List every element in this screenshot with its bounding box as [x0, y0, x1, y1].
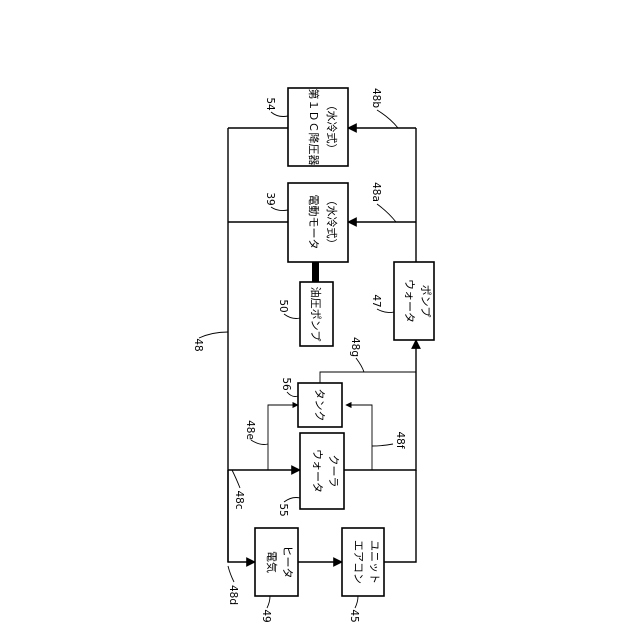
- leader-55: [284, 498, 300, 503]
- label-48e: 48e: [244, 420, 256, 440]
- line-48g-tank-top: [320, 372, 416, 383]
- ref-45: 45: [348, 609, 360, 622]
- leader-48c: [232, 470, 240, 488]
- motor-shaft: [312, 262, 319, 282]
- leader-48: [199, 332, 228, 338]
- aircon-line2: ユニット: [368, 540, 381, 584]
- dc-converter-line2: （水冷式）: [325, 100, 338, 155]
- dc-converter-line1: 第１ＤＣ降圧器: [307, 89, 321, 166]
- label-48a: 48a: [370, 182, 382, 202]
- ref-54: 54: [264, 97, 276, 111]
- ref-50: 50: [277, 299, 289, 312]
- water-pump-line1: ウォータ: [403, 279, 416, 323]
- ref-39: 39: [264, 192, 276, 205]
- leader-56: [287, 392, 298, 397]
- tank-label: タンク: [313, 389, 326, 422]
- label-48b: 48b: [370, 88, 382, 108]
- leader-45: [355, 596, 358, 608]
- leader-47: [377, 309, 394, 313]
- leader-48d: [228, 566, 234, 582]
- ref-56: 56: [280, 377, 292, 391]
- motor-line1: 電動モータ: [307, 195, 321, 250]
- line-48d-to-heater: [228, 470, 255, 562]
- aircon-line1: エアコン: [352, 540, 365, 584]
- ref-49: 49: [260, 609, 272, 622]
- label-48d: 48d: [227, 585, 239, 605]
- line-48e-to-tank: [268, 405, 298, 470]
- leader-48b: [377, 110, 398, 128]
- water-cooler-line1: ウォータ: [311, 449, 324, 493]
- motor-line2: （水冷式）: [325, 195, 338, 250]
- label-48c: 48c: [233, 490, 245, 509]
- heater-line1: 電気: [265, 551, 279, 573]
- ref-47: 47: [370, 294, 382, 307]
- leader-49: [267, 596, 270, 608]
- label-48g: 48g: [349, 337, 361, 357]
- leader-54: [271, 112, 288, 117]
- water-pump-line2: ポンプ: [419, 285, 432, 318]
- oil-pump-label: 油圧ポンプ: [309, 287, 323, 342]
- heater-line2: ヒータ: [281, 546, 294, 579]
- line-48f-to-tank: [346, 405, 372, 470]
- label-48: 48: [192, 338, 204, 351]
- label-48f: 48f: [394, 431, 406, 448]
- leader-48g: [356, 358, 364, 372]
- line-aircon-out: [384, 470, 416, 562]
- water-cooler-line2: クーラ: [327, 455, 340, 488]
- leader-48f: [372, 444, 393, 446]
- leader-48e: [251, 440, 268, 445]
- leader-50: [284, 314, 300, 319]
- ref-55: 55: [277, 503, 289, 516]
- leader-39: [271, 207, 288, 211]
- leader-48a: [377, 204, 396, 222]
